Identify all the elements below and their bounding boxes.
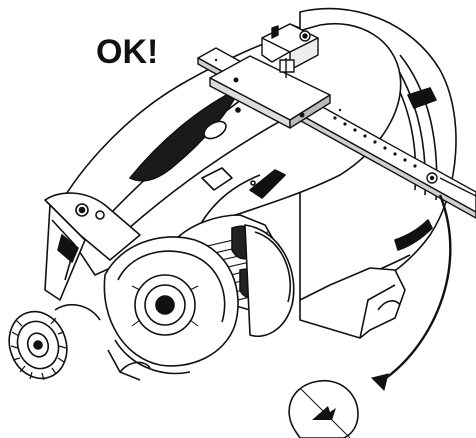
- alignment-gauge: [197, 23, 476, 219]
- motor-body: [8, 7, 457, 381]
- ok-caption: OK!: [96, 33, 158, 71]
- rotation-arrow: [371, 194, 452, 391]
- arrow-detail-magnifier-icon: [288, 379, 359, 438]
